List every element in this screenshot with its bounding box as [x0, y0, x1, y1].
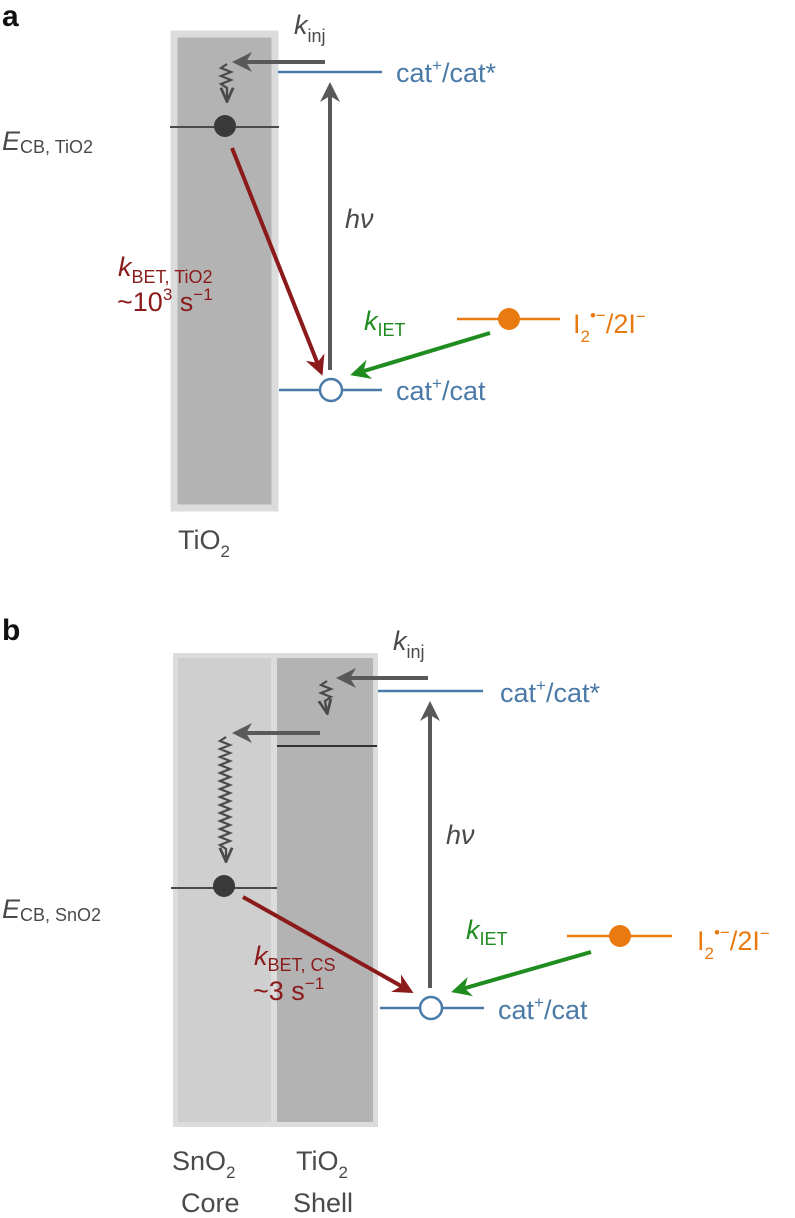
panel-a-letter: a: [2, 0, 19, 33]
shell-material-label: TiO2: [296, 1146, 348, 1182]
cat-hole-circle: [318, 377, 344, 403]
k-bet-rate: ~103 s−1: [117, 285, 213, 317]
cat-ground-label: cat+/cat: [396, 374, 486, 406]
k-bet-rate-b: ~3 s−1: [253, 974, 324, 1006]
cat-ground-label-b: cat+/cat: [498, 993, 588, 1025]
tio2-label: TiO2: [178, 525, 230, 561]
core-electron-dot: [213, 875, 235, 897]
core-word-label: Core: [181, 1188, 240, 1218]
back-electron-transfer-arrow-b: [242, 895, 414, 993]
e-cb-label: ECB, TiO2: [2, 126, 93, 157]
redox-electron-dot-b: [609, 925, 631, 947]
shell-word-label: Shell: [293, 1188, 353, 1218]
core-material-label: SnO2: [172, 1146, 236, 1182]
hv-label: hν: [345, 204, 374, 234]
k-iet-label: kIET: [364, 306, 406, 340]
tio2-shell-slab: [277, 658, 373, 1122]
cb-electron-dot: [214, 115, 236, 137]
tio2-slab: [170, 30, 279, 512]
hv-label-b: hν: [446, 820, 475, 850]
panel-b-letter: b: [2, 614, 20, 647]
k-bet-label: kBET, TiO2: [118, 252, 213, 287]
panel-b: b kinj cat+/cat* hν ECB, SnO2 kBET, CS ~…: [2, 614, 770, 1218]
e-cb-label-b: ECB, SnO2: [2, 894, 101, 925]
iet-arrow: [350, 331, 491, 379]
cat-hole-circle-b: [418, 995, 444, 1021]
k-inj-label-b: kinj: [393, 626, 425, 662]
cat-excited-label-b: cat+/cat*: [500, 676, 600, 708]
back-electron-transfer-arrow: [230, 147, 325, 376]
redox-electron-dot: [498, 308, 520, 330]
k-inj-label: kinj: [294, 10, 326, 46]
relaxation-wavy-arrow: [218, 63, 231, 100]
core-relaxation-wavy-arrow: [217, 736, 230, 860]
panel-a: a kinj cat+/cat* ECB, TiO2 hν kBET, TiO2…: [2, 0, 646, 561]
redox-label: I2•−/2I−: [573, 306, 646, 346]
k-iet-label-b: kIET: [466, 915, 508, 949]
redox-label-b: I2•−/2I−: [697, 923, 770, 963]
k-bet-label-b: kBET, CS: [254, 941, 336, 975]
shell-relaxation-wavy-arrow: [321, 680, 334, 712]
cat-excited-label: cat+/cat*: [396, 56, 496, 88]
iet-arrow-b: [451, 950, 592, 997]
